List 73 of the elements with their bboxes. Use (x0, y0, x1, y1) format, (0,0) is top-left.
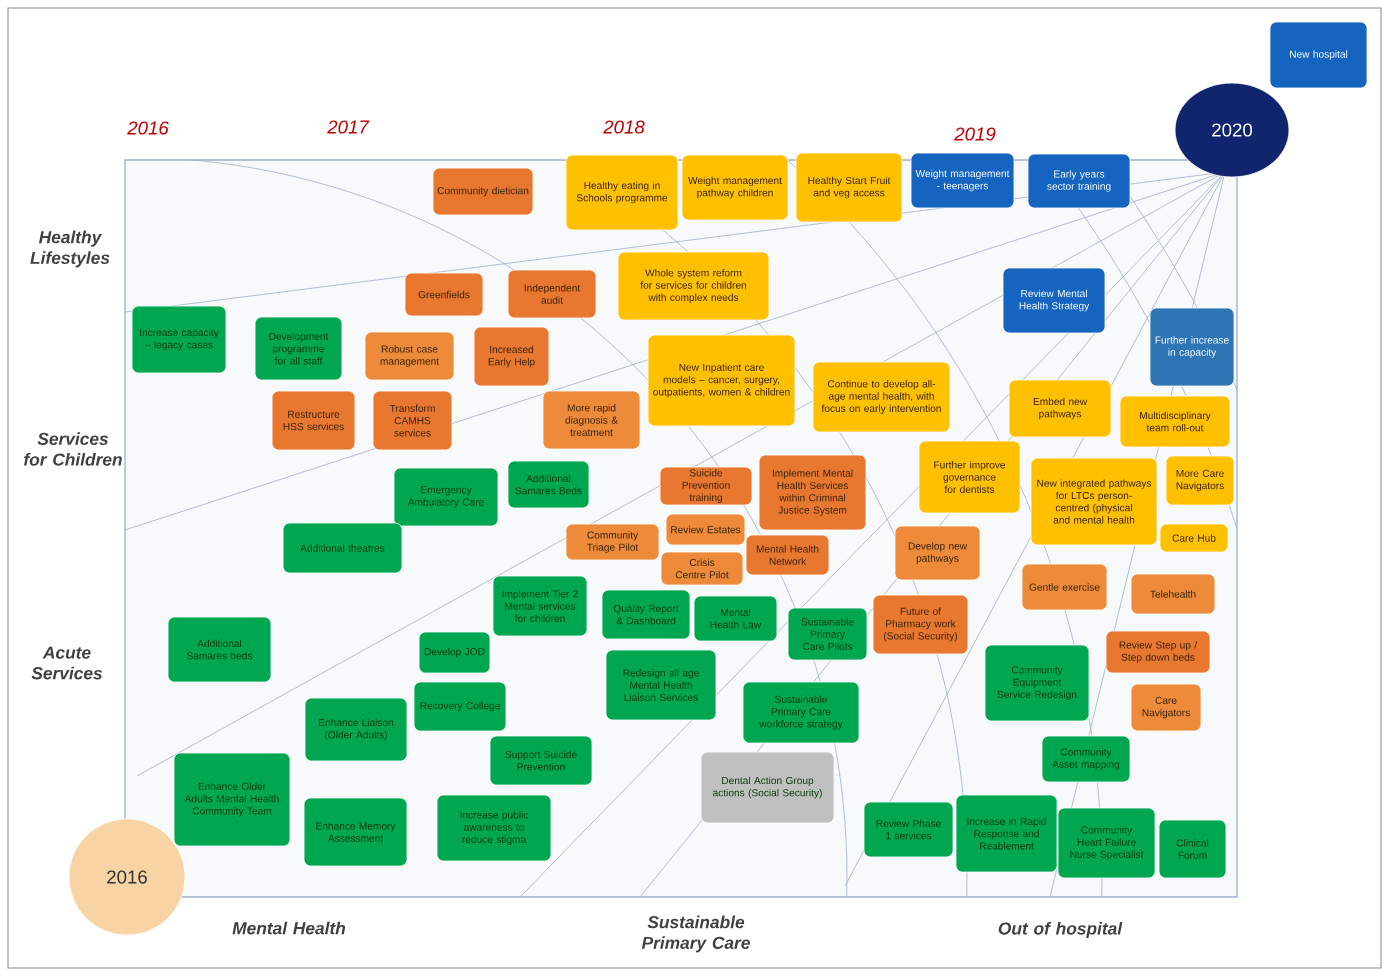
initiative-box: New Inpatient care models – cancer, surgery, outpatients, women & children (647, 334, 796, 427)
initiative-box: Recovery College (413, 681, 507, 732)
row-label: Acute Services (31, 646, 103, 680)
initiative-box: Review Step up / Step down beds (1105, 630, 1211, 674)
column-label: Sustainable Primary Care (641, 915, 750, 953)
initiative-box: Increase capacity – legacy cases (131, 305, 227, 374)
initiative-box: Increase public awareness to reduce stigma (436, 794, 552, 862)
initiative-box: Community Asset mapping (1041, 735, 1131, 783)
initiative-box: Development programme for all staff (254, 316, 343, 381)
initiative-box: Implement Mental Health Services within Criminal Justice System (758, 454, 867, 531)
initiative-box: Suicide Prevention training (659, 466, 753, 506)
initiative-box: Support Suicide Prevention (489, 735, 593, 786)
initiative-box: Review Estates (665, 513, 746, 546)
initiative-box: Community Heart Failure Nurse Specialist (1057, 807, 1156, 879)
initiative-box: Community dietician (432, 167, 534, 216)
column-label: Out of hospital (998, 921, 1123, 939)
row-label: Healthy Lifestyles (30, 230, 110, 268)
initiative-box: Mental Health Law (693, 595, 778, 642)
initiative-box: New hospital (1269, 21, 1368, 89)
year-label: 2016 (127, 121, 169, 135)
year-label: 2017 (327, 120, 370, 134)
initiative-box: Clinical Forum (1158, 819, 1227, 879)
initiative-box: Continue to develop all-age mental health, with focus on early intervention (812, 361, 951, 433)
initiative-box: Community Triage Pilot (565, 523, 660, 561)
year-label: 2019 (954, 127, 996, 141)
initiative-box: Community Equipment Service Redesign (984, 644, 1090, 722)
initiative-box: Weight management - teenagers (910, 152, 1015, 209)
initiative-box: Future of Pharmacy work (Social Security) (872, 594, 969, 655)
initiative-box: Sustainable Primary Care workforce strategy (742, 681, 860, 744)
initiative-box: Enhance Liaison (Older Adults) (304, 697, 408, 762)
initiative-box: New integrated pathways for LTCs person-centred (physical and mental health (1030, 457, 1158, 546)
initiative-box: Sustainable Primary Care Pilots (787, 607, 868, 661)
initiative-box: Restructure HSS services (271, 390, 356, 451)
initiative-box: Greenfields (404, 272, 484, 317)
initiative-box: Robust case management (364, 331, 455, 381)
year-label: 2018 (603, 120, 645, 134)
initiative-box: Increased Early Help (473, 326, 550, 387)
initiative-box: Redesign all age Mental Health Liaison Services (605, 649, 717, 721)
initiative-box: Develop JOD (418, 631, 491, 674)
initiative-box: Care Navigators (1130, 683, 1202, 732)
initiative-box: Increase in Rapid Response and Reablement (955, 794, 1058, 873)
initiative-box: Emergency Ambulatory Care (393, 467, 499, 527)
initiative-box: Whole system reform for services for children with complex needs (617, 251, 770, 321)
initiative-box: Review Phase 1 services (863, 801, 954, 858)
initiative-box: Further increase in capacity (1149, 307, 1235, 387)
row-label: Services for Children (24, 432, 122, 466)
initiative-box: Gentle exercise (1021, 563, 1108, 611)
initiative-box: Telehealth (1130, 573, 1216, 615)
initiative-box: Embed new pathways (1008, 379, 1112, 438)
initiative-box: Additional Samares Beds (507, 460, 590, 509)
initiative-box: Multidisciplinary team roll-out (1119, 395, 1231, 448)
initiative-box: Review Mental Health Strategy (1002, 267, 1106, 334)
initiative-box: More Care Navigators (1165, 455, 1235, 506)
initiative-box: Care Hub (1159, 523, 1229, 553)
initiative-box: Independent audit (507, 269, 597, 319)
initiative-box: Enhance Older Adults Mental Health Community Team (173, 752, 291, 847)
initiative-box: Additional Samares beds (167, 616, 272, 683)
initiative-box: Dental Action Group actions (Social Security) (700, 751, 835, 824)
initiative-box: Transform CAMHS services (372, 390, 453, 451)
initiative-box: More rapid diagnosis & treatment (542, 390, 641, 450)
initiative-box: Develop new pathways (894, 525, 981, 581)
column-label: Mental Health (232, 921, 346, 935)
initiative-box: Crisis Centre Pilot (660, 551, 744, 586)
initiative-box: Quality Report & Dashboard (601, 589, 691, 640)
initiative-box: Additional theatres (282, 522, 403, 574)
initiative-box: Further improve governance for dentists (918, 440, 1021, 514)
initiative-box: Healthy Start Fruit and veg access (795, 152, 903, 223)
initiative-box: Early years sector training (1027, 153, 1131, 209)
initiative-box: Healthy eating in Schools programme (565, 154, 679, 231)
initiative-box: Implement Tier 2 Mental services for children (492, 575, 588, 637)
initiative-box: Mental Health Network (745, 534, 830, 576)
initiative-box: Weight management pathway children (681, 154, 789, 221)
initiative-box: Enhance Memory Assessment (303, 797, 408, 867)
